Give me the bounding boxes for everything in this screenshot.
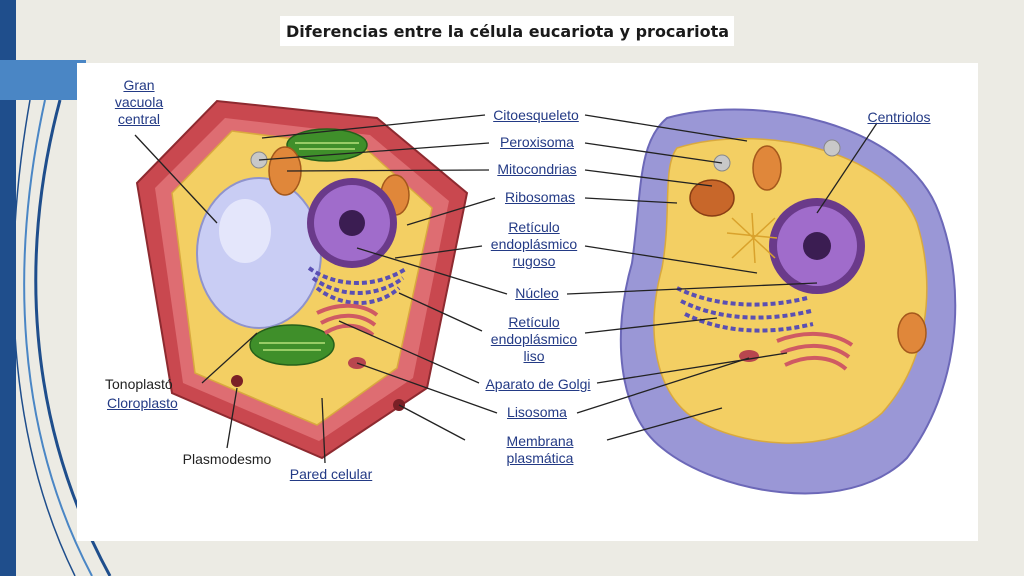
animal-golgi	[776, 332, 854, 371]
title-box: Diferencias entre la célula eucariota y …	[280, 16, 734, 46]
label-membrana-plasmatica: Membrana plasmática	[500, 433, 580, 467]
label-centriolos: Centriolos	[867, 109, 931, 125]
accent-tab	[0, 60, 86, 100]
label-gran-vacuola-central: Gran vacuola central	[107, 77, 171, 128]
label-line: central	[117, 111, 161, 127]
label-reticulo-liso: Retículo endoplásmico liso	[482, 314, 586, 365]
label-aparato-golgi: Aparato de Golgi	[485, 376, 591, 392]
plant-nucleolus	[339, 210, 365, 236]
label-line: rugoso	[512, 253, 556, 269]
label-citoesqueleto: Citoesqueleto	[493, 107, 579, 123]
leader-lines	[134, 114, 878, 464]
label-pared-celular: Pared celular	[289, 466, 373, 482]
label-line: plasmática	[506, 450, 574, 466]
label-cloroplasto: Cloroplasto	[107, 395, 178, 411]
label-line: Membrana	[506, 433, 574, 449]
animal-mitochondrion-3	[897, 312, 927, 354]
label-line: liso	[523, 348, 545, 364]
plasmodesma-1	[231, 375, 243, 387]
label-line: endoplásmico	[490, 331, 578, 347]
animal-peroxisome-2	[823, 139, 841, 157]
animal-nucleolus	[803, 232, 831, 260]
diagram-panel: Gran vacuola central Citoesqueleto Perox…	[77, 63, 978, 541]
label-line: vacuola	[114, 94, 164, 110]
page-title: Diferencias entre la célula eucariota y …	[286, 21, 730, 41]
label-line: Retículo	[508, 219, 560, 235]
left-accent-bar	[0, 0, 16, 576]
label-peroxisoma: Peroxisoma	[500, 134, 574, 150]
plant-rer	[307, 266, 409, 305]
label-plasmodesmo: Plasmodesmo	[182, 451, 272, 467]
label-reticulo-rugoso: Retículo endoplásmico rugoso	[482, 219, 586, 270]
centriole	[726, 212, 778, 264]
animal-mitochondrion-1	[689, 179, 735, 217]
chloroplast-bottom	[249, 324, 335, 366]
label-ribosomas: Ribosomas	[504, 189, 576, 205]
label-nucleo: Núcleo	[515, 285, 559, 301]
label-line: Gran	[123, 77, 155, 93]
vacuole-highlight	[219, 199, 271, 263]
label-mitocondrias: Mitocondrias	[497, 161, 577, 177]
animal-cell	[619, 108, 957, 495]
animal-mitochondrion-2	[752, 145, 782, 191]
label-line: Retículo	[508, 314, 560, 330]
label-line: endoplásmico	[490, 236, 578, 252]
cell-diagram	[134, 99, 957, 495]
animal-rer	[676, 286, 814, 333]
label-tonoplasto: Tonoplastó	[105, 376, 173, 392]
label-lisosoma: Lisosoma	[507, 404, 567, 420]
